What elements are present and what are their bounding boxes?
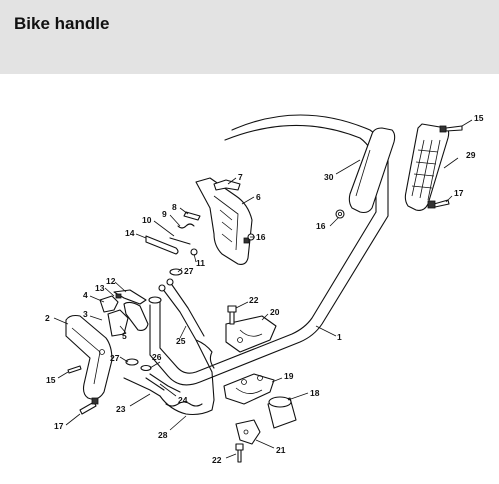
callout-22-upper: 22 xyxy=(249,295,259,305)
callout-20: 20 xyxy=(270,307,280,317)
clamp-part-19 xyxy=(223,373,275,405)
callout-17-left: 17 xyxy=(54,421,64,431)
callout-15-left: 15 xyxy=(46,375,56,385)
callout-19: 19 xyxy=(284,371,294,381)
sleeve-part-18 xyxy=(267,396,297,429)
screw-part-22-upper xyxy=(227,305,237,325)
throttle-housing-part-6 xyxy=(195,177,253,265)
callout-30: 30 xyxy=(324,172,334,182)
screw-part-15-left xyxy=(67,365,82,374)
callout-7: 7 xyxy=(238,172,243,182)
callout-6: 6 xyxy=(256,192,261,202)
callout-15-right: 15 xyxy=(474,113,484,123)
clip-parts-26-27 xyxy=(125,268,183,372)
callout-2: 2 xyxy=(45,313,50,323)
header-bar: Bike handle xyxy=(0,0,499,74)
nut-part-16-right xyxy=(335,209,345,219)
callout-4: 4 xyxy=(83,290,88,300)
callout-23: 23 xyxy=(116,404,126,414)
callout-labels: 1 2 3 4 5 6 7 8 9 10 11 12 13 14 15 15 1… xyxy=(45,113,484,465)
control-housing-part-29 xyxy=(404,123,450,211)
callout-26: 26 xyxy=(152,352,162,362)
shaft-part-14 xyxy=(145,235,179,255)
wire-part-24 xyxy=(145,373,181,393)
callout-16-right: 16 xyxy=(316,221,326,231)
clamp-part-21 xyxy=(235,419,261,445)
callout-18: 18 xyxy=(310,388,320,398)
cable-part-28 xyxy=(159,395,215,416)
callout-21: 21 xyxy=(276,445,286,455)
callout-11: 11 xyxy=(196,258,205,268)
callout-14: 14 xyxy=(125,228,135,238)
callout-3: 3 xyxy=(83,309,88,319)
callout-10: 10 xyxy=(142,215,152,225)
screw-part-17-left xyxy=(79,397,99,415)
callout-16-middle: 16 xyxy=(256,232,266,242)
screw-part-15-top xyxy=(439,125,463,133)
leader-lines xyxy=(53,119,473,459)
callout-24: 24 xyxy=(178,395,188,405)
screw-part-17-right xyxy=(427,199,450,209)
grip-part-30 xyxy=(348,127,396,214)
callout-25: 25 xyxy=(176,336,186,346)
switch-parts-3-5-12-13 xyxy=(99,289,149,337)
callout-1: 1 xyxy=(337,332,342,342)
wire-part-23 xyxy=(123,377,161,397)
screw-part-22-lower xyxy=(235,443,244,463)
cable-part-25 xyxy=(158,278,215,401)
callout-27-lower: 27 xyxy=(110,353,120,363)
callout-28: 28 xyxy=(158,430,168,440)
left-grip-part-2 xyxy=(65,314,113,400)
callout-17-right: 17 xyxy=(454,188,464,198)
callout-5: 5 xyxy=(122,331,127,341)
callout-29: 29 xyxy=(466,150,476,160)
callout-22-lower: 22 xyxy=(212,455,222,465)
clamp-part-20 xyxy=(225,315,277,353)
callout-13: 13 xyxy=(95,283,105,293)
callout-27-upper: 27 xyxy=(184,266,194,276)
callout-12: 12 xyxy=(106,276,116,286)
callout-9: 9 xyxy=(162,209,167,219)
lever-part-7 xyxy=(213,179,241,191)
page-title: Bike handle xyxy=(14,14,110,33)
callout-8: 8 xyxy=(172,202,177,212)
